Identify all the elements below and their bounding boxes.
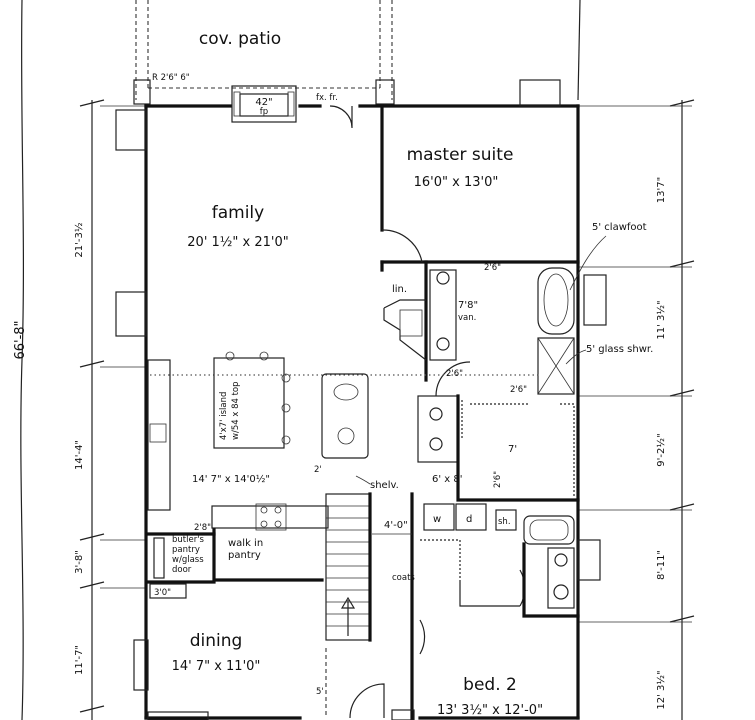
shelf-label: sh. [498, 517, 511, 527]
fireplace: 42" fp fx. fr. [231, 85, 353, 129]
left-windows [115, 109, 607, 691]
kitchen: 4'x7' island w/54 x 84 top 14' 7" x 14'0… [147, 351, 369, 531]
bed2-size: 13' 3½" x 12'-0" [437, 703, 543, 718]
glass-shower-label: 5' glass shwr. [586, 344, 653, 355]
island-label-1: 4'x7' island [219, 392, 229, 440]
butler-label-4: door [172, 565, 192, 575]
coats-label: coats [392, 573, 415, 583]
covered-patio: cov. patio R 2'6" 6" [133, 0, 581, 105]
vanity-sub-label: van. [458, 313, 476, 323]
master-size: 16'0" x 13'0" [414, 175, 499, 190]
right-dimension-5: 12' 3½" [655, 670, 667, 709]
island-label-2: w/54 x 84 top [231, 381, 241, 440]
bath-2 [522, 515, 580, 618]
dryer-label: d [466, 514, 472, 525]
linen-closet: lin. [383, 284, 427, 361]
bedroom-2: bed. 2 13' 3½" x 12'-0" [419, 619, 543, 718]
exterior-walls [144, 79, 580, 720]
closet-size: 6' x 8' [432, 474, 463, 485]
right-dimension-line: 13'7" 11' 3½" 9'-2½" 8'-11" 12' 3½" [578, 99, 695, 720]
master-suite: master suite 16'0" x 13'0" [380, 104, 580, 272]
left-dimension-3: 3'-8" [74, 550, 85, 574]
five-ft-label: 5' [316, 687, 324, 697]
linen-label: lin. [392, 284, 407, 295]
butler-label-3: w/glass [172, 555, 204, 565]
laundry: w d sh. 4'-0" coats [372, 503, 526, 607]
patio-dimension: R 2'6" 6" [152, 73, 190, 83]
dining-size: 14' 7" x 11'0" [172, 659, 261, 674]
closet-dim-2: 2'6" [510, 385, 527, 395]
master-bath: 5' clawfoot 5' glass shwr. 7'8" van. 2'6… [424, 222, 653, 397]
fireplace-sub-label: fp [260, 107, 268, 117]
left-dimension-2: 14'-4" [74, 440, 85, 470]
overall-dimension: 66'-8" [13, 0, 28, 720]
fireplace-front-label: fx. fr. [316, 93, 338, 103]
master-bath-dim: 2'6" [484, 263, 501, 273]
vanity-label: 7'8" [458, 300, 478, 311]
fireplace-label: 42" [255, 97, 272, 108]
kitchen-size: 14' 7" x 14'0½" [192, 473, 270, 485]
master-label: master suite [407, 145, 514, 165]
dining-room: dining 14' 7" x 11'0" 5' [147, 631, 415, 720]
closet-dim-1: 2'6" [446, 369, 463, 379]
hall-dimension: 4'-0" [384, 520, 408, 531]
clawfoot-label: 5' clawfoot [592, 222, 647, 233]
closet-dim-3: 2'6" [493, 471, 503, 488]
family-room: family 20' 1½" x 21'0" [187, 203, 288, 250]
left-dimension-4: 11'-7" [74, 645, 85, 675]
butler-dim: 2'8" [194, 523, 211, 533]
stair-dim: 2' [314, 465, 322, 475]
family-label: family [212, 203, 264, 223]
three-ft-label: 3'0" [154, 588, 171, 598]
family-size: 20' 1½" x 21'0" [187, 235, 288, 250]
overall-dimension-label: 66'-8" [13, 320, 28, 359]
right-dimension-1: 13'7" [656, 177, 667, 203]
walkin-label: walk in [228, 538, 263, 549]
right-dimension-2: 11' 3½" [655, 300, 667, 339]
shelving-label: shelv. [370, 480, 399, 491]
left-dimension-1: 21'-3½ [73, 222, 85, 257]
patio-label: cov. patio [199, 29, 281, 49]
walk-in-closet: 2'6" 2'6" 7' 6' x 8' 2'6" [417, 369, 580, 502]
dining-label: dining [190, 631, 243, 651]
butler-label-2: pantry [172, 545, 200, 555]
closet-dim-4: 7' [508, 444, 517, 455]
bed2-label: bed. 2 [463, 675, 517, 695]
pantries: 2'8" butler's pantry w/glass door walk i… [146, 523, 324, 599]
washer-label: w [433, 514, 441, 525]
right-dimension-3: 9'-2½" [655, 433, 667, 466]
pantry-label: pantry [228, 550, 261, 561]
right-dimension-4: 8'-11" [656, 550, 667, 580]
stairs: shelv. 2' [314, 465, 414, 720]
butler-label-1: butler's [172, 535, 205, 545]
left-dimension-line: 21'-3½ 14'-4" 3'-8" 11'-7" [73, 99, 146, 720]
